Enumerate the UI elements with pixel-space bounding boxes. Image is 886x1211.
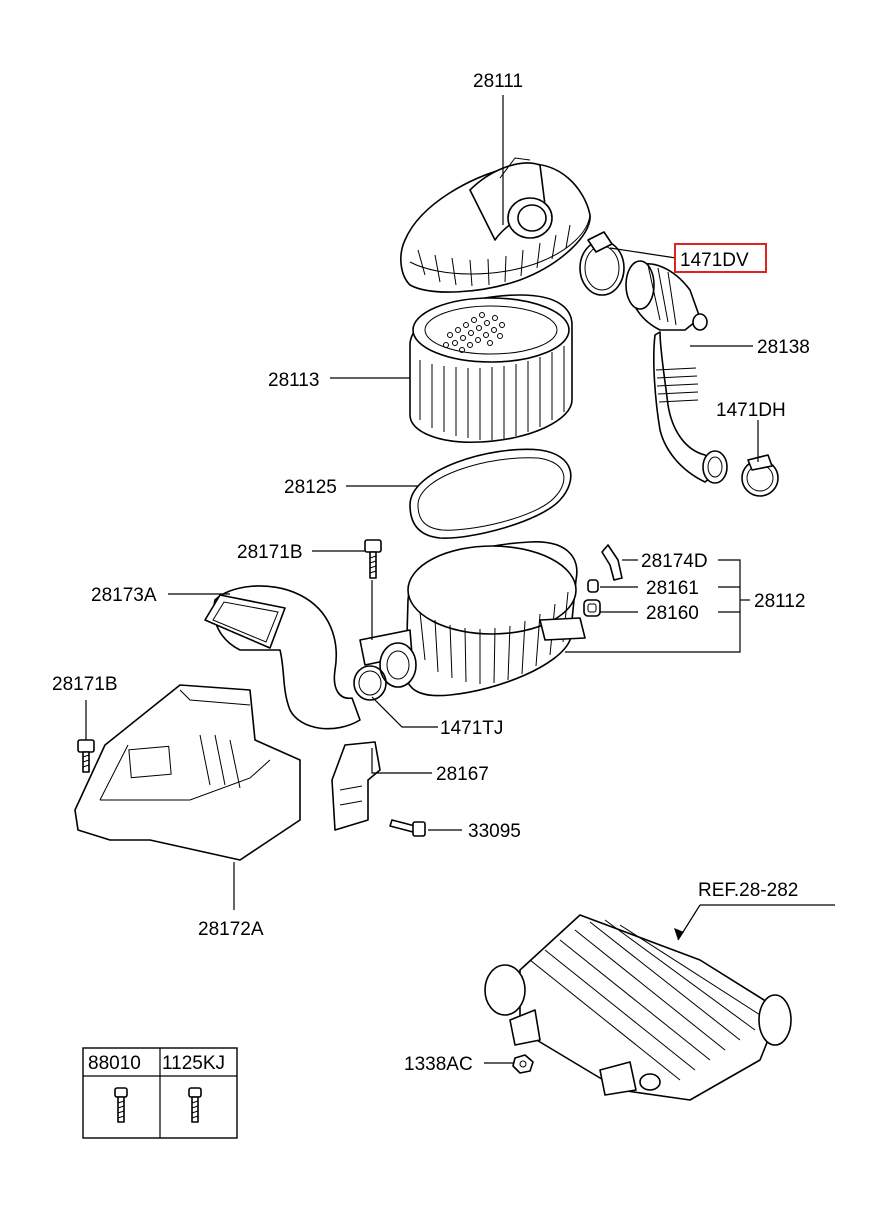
label-33095: 33095	[468, 821, 521, 842]
leader-lines	[85, 95, 835, 1064]
intake-hose-part[interactable]	[625, 260, 728, 484]
part-labels: 28111 1471DV 28138 28113 1471DH 28125 28…	[52, 71, 810, 1075]
air-cleaner-body-part[interactable]	[359, 541, 586, 697]
label-28171B-left: 28171B	[52, 674, 118, 695]
clip-28174D-part[interactable]	[601, 544, 623, 581]
bolt-left-part[interactable]	[77, 739, 95, 773]
hose-clamp-top-part[interactable]	[579, 231, 625, 296]
bolt-top-part[interactable]	[364, 539, 382, 579]
table-col1-header: 88010	[88, 1053, 141, 1074]
intercooler-ref-part[interactable]	[484, 914, 792, 1101]
label-28138: 28138	[757, 337, 810, 358]
label-28160: 28160	[646, 603, 699, 624]
label-28112: 28112	[754, 591, 805, 612]
label-28174D: 28174D	[641, 551, 708, 572]
table-col2-header: 1125KJ	[162, 1053, 225, 1074]
label-28171B-top: 28171B	[237, 542, 303, 563]
label-28125: 28125	[284, 477, 337, 498]
label-1338AC: 1338AC	[404, 1054, 473, 1075]
hose-clamp-right-part[interactable]	[741, 454, 779, 497]
label-1471DV: 1471DV	[680, 250, 749, 271]
label-1471DH: 1471DH	[716, 400, 786, 421]
label-28167: 28167	[436, 764, 489, 785]
bracket-part[interactable]	[331, 741, 381, 831]
bolt-1125KJ-icon	[188, 1087, 202, 1123]
label-28111: 28111	[473, 71, 523, 92]
label-28161: 28161	[646, 578, 699, 599]
label-28172A: 28172A	[198, 919, 264, 940]
air-cleaner-cover-part[interactable]	[400, 157, 591, 293]
label-1471TJ: 1471TJ	[440, 718, 503, 739]
grommet-28160-part[interactable]	[583, 599, 601, 617]
bolt-88010-icon	[114, 1087, 128, 1123]
filter-pleats	[419, 346, 565, 440]
label-28113: 28113	[268, 370, 319, 391]
grommet-28161-part[interactable]	[587, 579, 599, 593]
air-guide-duct-part[interactable]	[74, 684, 301, 861]
filter-mesh-holes	[443, 312, 505, 353]
air-filter-element-part[interactable]	[409, 294, 573, 443]
small-parts-table: 88010 1125KJ	[82, 1047, 238, 1139]
intake-duct-part[interactable]	[204, 585, 361, 730]
gasket-part[interactable]	[409, 448, 572, 539]
hose-clamp-lower-part[interactable]	[353, 665, 387, 701]
bolt-33095-part[interactable]	[389, 819, 426, 837]
label-1471DV-highlight	[674, 243, 767, 273]
label-ref: REF.28-282	[698, 880, 798, 901]
label-28173A: 28173A	[91, 585, 157, 606]
nut-part[interactable]	[512, 1054, 534, 1074]
